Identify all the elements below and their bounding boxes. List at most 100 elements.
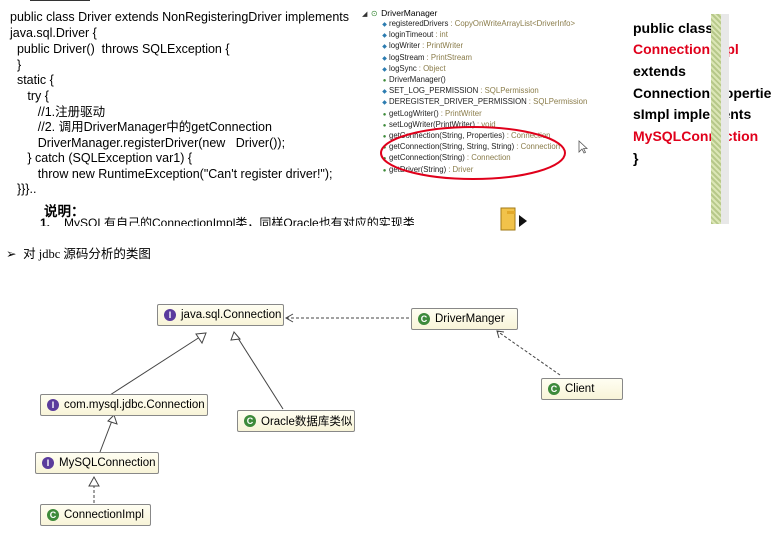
generalization-line bbox=[235, 334, 284, 410]
note-bullet: 1. bbox=[40, 216, 51, 226]
caption-text: 对 jdbc 源码分析的类图 bbox=[23, 247, 151, 261]
outline-member-type: : SQLPermission bbox=[480, 86, 539, 96]
note-text: MySQL有自己的ConnectionImpl类，同样Oracle也有对应的实现… bbox=[64, 216, 415, 226]
outline-member-type: : void bbox=[476, 119, 496, 129]
triangle-arrowhead bbox=[107, 414, 118, 425]
outline-member-name: SET_LOG_PERMISSION bbox=[389, 86, 479, 96]
interface-icon: I bbox=[42, 457, 54, 469]
outline-member-name: setLogWriter(PrintWriter) bbox=[389, 119, 475, 129]
code-line: java.sql.Driver { bbox=[10, 26, 97, 40]
generalization-line bbox=[99, 417, 114, 453]
static-final-field-icon: ◆ bbox=[382, 100, 387, 107]
public-method-icon: ● bbox=[382, 122, 387, 129]
outline-member-type: : SQLPermission bbox=[528, 97, 588, 107]
highlight-ellipse bbox=[380, 126, 566, 180]
static-field-icon: ◆ bbox=[382, 44, 387, 51]
outline-member[interactable]: ◆logStream: PrintStream bbox=[380, 53, 472, 62]
uml-node-label: ConnectionImpl bbox=[64, 509, 144, 521]
outline-member[interactable]: ●getConnection(String, Properties): Conn… bbox=[380, 131, 551, 140]
code-line: public class Driver extends NonRegisteri… bbox=[10, 10, 350, 24]
generalization-line bbox=[109, 334, 204, 396]
uml-node-label: DriverManger bbox=[435, 313, 505, 325]
outline-member[interactable]: ●setLogWriter(PrintWriter): void bbox=[380, 120, 496, 129]
uml-node-label: Client bbox=[565, 383, 595, 395]
outline-member-name: getConnection(String, Properties) bbox=[389, 131, 505, 140]
static-field-icon: ◆ bbox=[382, 55, 387, 62]
outline-member-name: loginTimeout bbox=[389, 30, 434, 40]
arrowhead bbox=[496, 330, 505, 339]
outline-member-name: registeredDrivers bbox=[389, 19, 449, 28]
folder-icon bbox=[500, 207, 527, 231]
code-line: try { bbox=[10, 89, 49, 103]
outline-member[interactable]: ●getDriver(String): Driver bbox=[380, 164, 474, 174]
code-line: throw new RuntimeException("Can't regist… bbox=[10, 167, 333, 181]
editor-snippet: public class ConnectionImpl extends Conn… bbox=[627, 14, 776, 214]
outline-member-name: getLogWriter() bbox=[389, 108, 439, 118]
mouse-cursor-icon bbox=[578, 140, 588, 154]
uml-node-oracle-impl[interactable]: C Oracle数据库类似 bbox=[237, 410, 355, 432]
class-icon: ⊙ bbox=[370, 9, 378, 18]
outline-member-type: : CopyOnWriteArrayList<DriverInfo> bbox=[450, 19, 576, 28]
class-icon: C bbox=[548, 383, 560, 395]
outline-member[interactable]: ●DriverManager() bbox=[380, 75, 448, 84]
static-final-field-icon: ◆ bbox=[382, 66, 387, 73]
code-line: static { bbox=[10, 73, 54, 87]
diagram-connectors bbox=[88, 313, 561, 503]
editor-scrollbar[interactable] bbox=[721, 14, 729, 224]
code-line: //2. 调用DriverManager中的getConnection bbox=[10, 120, 272, 134]
outline-member-type: : PrintWriter bbox=[422, 41, 464, 51]
outline-member-type: : Object bbox=[418, 63, 446, 73]
outline-member-name: DriverManager() bbox=[389, 75, 446, 84]
outline-root-label: DriverManager bbox=[381, 8, 438, 18]
editor-line: public class bbox=[633, 20, 714, 36]
outline-member-type: : Connection bbox=[516, 142, 561, 152]
outline-member[interactable]: ●getConnection(String, String, String): … bbox=[380, 142, 560, 151]
static-field-icon: ◆ bbox=[382, 33, 387, 40]
public-method-icon: ● bbox=[382, 134, 387, 140]
outline-member-type: : int bbox=[435, 30, 448, 40]
static-final-field-icon: ◆ bbox=[382, 89, 387, 96]
outline-member-name: logWriter bbox=[389, 41, 421, 51]
outline-member[interactable]: ◆loginTimeout: int bbox=[380, 30, 448, 39]
class-icon: C bbox=[244, 415, 256, 427]
outline-member[interactable]: ◆DEREGISTER_DRIVER_PERMISSION: SQLPermis… bbox=[380, 97, 587, 106]
outline-member-name: getDriver(String) bbox=[389, 164, 447, 174]
outline-member[interactable]: ◆registeredDrivers: CopyOnWriteArrayList… bbox=[380, 19, 575, 28]
outline-member-type: : PrintStream bbox=[426, 52, 473, 62]
uml-node-mysql-connection[interactable]: I MySQLConnection bbox=[35, 452, 159, 474]
editor-line: extends bbox=[633, 63, 686, 79]
outline-member[interactable]: ◆logSync: Object bbox=[380, 63, 446, 73]
uml-node-connection-impl[interactable]: C ConnectionImpl bbox=[40, 504, 151, 526]
uml-node-label: com.mysql.jdbc.Connection bbox=[64, 399, 205, 411]
uml-node-com-mysql-jdbc-connection[interactable]: I com.mysql.jdbc.Connection bbox=[40, 394, 208, 416]
uml-node-client[interactable]: C Client bbox=[541, 378, 623, 400]
bullet-arrow-icon: ➢ bbox=[6, 247, 17, 261]
uml-node-label: Oracle数据库类似 bbox=[261, 416, 353, 428]
outline-member[interactable]: ●getLogWriter(): PrintWriter bbox=[380, 109, 482, 118]
uml-node-driver-manger[interactable]: C DriverManger bbox=[411, 308, 518, 330]
note-heading: 说明： bbox=[44, 204, 85, 219]
outline-member[interactable]: ◆SET_LOG_PERMISSION: SQLPermission bbox=[380, 86, 539, 95]
class-diagram: I java.sql.Connection C DriverManger C C… bbox=[0, 270, 776, 538]
static-final-field-icon: ◆ bbox=[382, 22, 387, 28]
note-line: 1. MySQL有自己的ConnectionImpl类，同样Oracle也有对应… bbox=[30, 214, 470, 226]
constructor-icon: ● bbox=[382, 78, 387, 84]
arrowhead bbox=[284, 313, 294, 323]
editor-line: sImpl implements bbox=[633, 106, 752, 122]
outline-member-type: : Driver bbox=[448, 164, 474, 174]
outline-member-type: : Connection bbox=[506, 131, 551, 140]
public-method-icon: ● bbox=[382, 111, 387, 118]
uml-node-label: java.sql.Connection bbox=[181, 309, 282, 321]
code-line: //1.注册驱动 bbox=[10, 105, 106, 119]
outline-member-name: logStream bbox=[389, 52, 425, 62]
outline-member-name: DEREGISTER_DRIVER_PERMISSION bbox=[389, 97, 527, 107]
code-line: public Driver() throws SQLException { bbox=[10, 42, 230, 56]
outline-member[interactable]: ◆logWriter: PrintWriter bbox=[380, 41, 463, 50]
code-line: } catch (SQLException var1) { bbox=[10, 151, 193, 165]
editor-overview-gutter bbox=[711, 14, 721, 224]
uml-node-java-sql-connection[interactable]: I java.sql.Connection bbox=[157, 304, 284, 326]
outline-root[interactable]: ◢ ⊙ DriverManager bbox=[362, 8, 438, 18]
public-method-icon: ● bbox=[382, 167, 387, 174]
outline-member-type: : PrintWriter bbox=[440, 108, 482, 118]
interface-icon: I bbox=[47, 399, 59, 411]
